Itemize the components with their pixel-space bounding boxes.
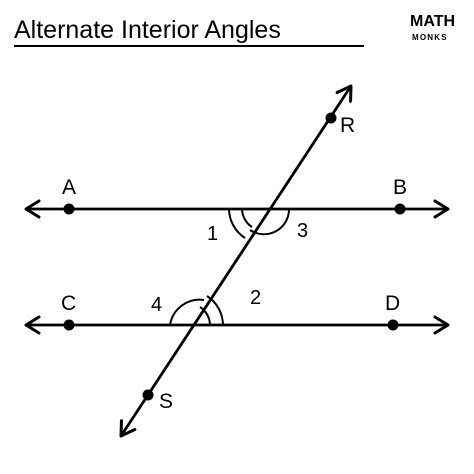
label-a: A — [62, 176, 76, 199]
page-title: Alternate Interior Angles — [14, 16, 281, 44]
angle-4-arc — [169, 298, 205, 326]
angle-label-3: 3 — [297, 220, 308, 242]
angle-3-arc — [249, 208, 291, 236]
angle-2-arc — [199, 295, 224, 326]
label-b: B — [393, 176, 407, 199]
logo-math-text: MATH — [410, 13, 455, 30]
point-a — [63, 203, 75, 215]
logo-monks-text: MONKS — [412, 33, 448, 42]
label-s: S — [159, 390, 173, 413]
math-monks-logo: MATH MONKS — [410, 13, 455, 42]
angle-label-2: 2 — [250, 287, 261, 309]
angle-label-4: 4 — [151, 294, 162, 316]
point-b — [394, 203, 406, 215]
transversal-rs — [119, 84, 353, 438]
point-r — [325, 112, 337, 124]
point-d — [387, 319, 399, 331]
label-d: D — [385, 292, 400, 315]
angle-label-1: 1 — [207, 223, 218, 245]
label-r: R — [340, 114, 355, 137]
point-s — [142, 389, 154, 401]
angle-1-arc — [228, 208, 253, 239]
label-c: C — [61, 292, 76, 315]
point-c — [63, 319, 75, 331]
